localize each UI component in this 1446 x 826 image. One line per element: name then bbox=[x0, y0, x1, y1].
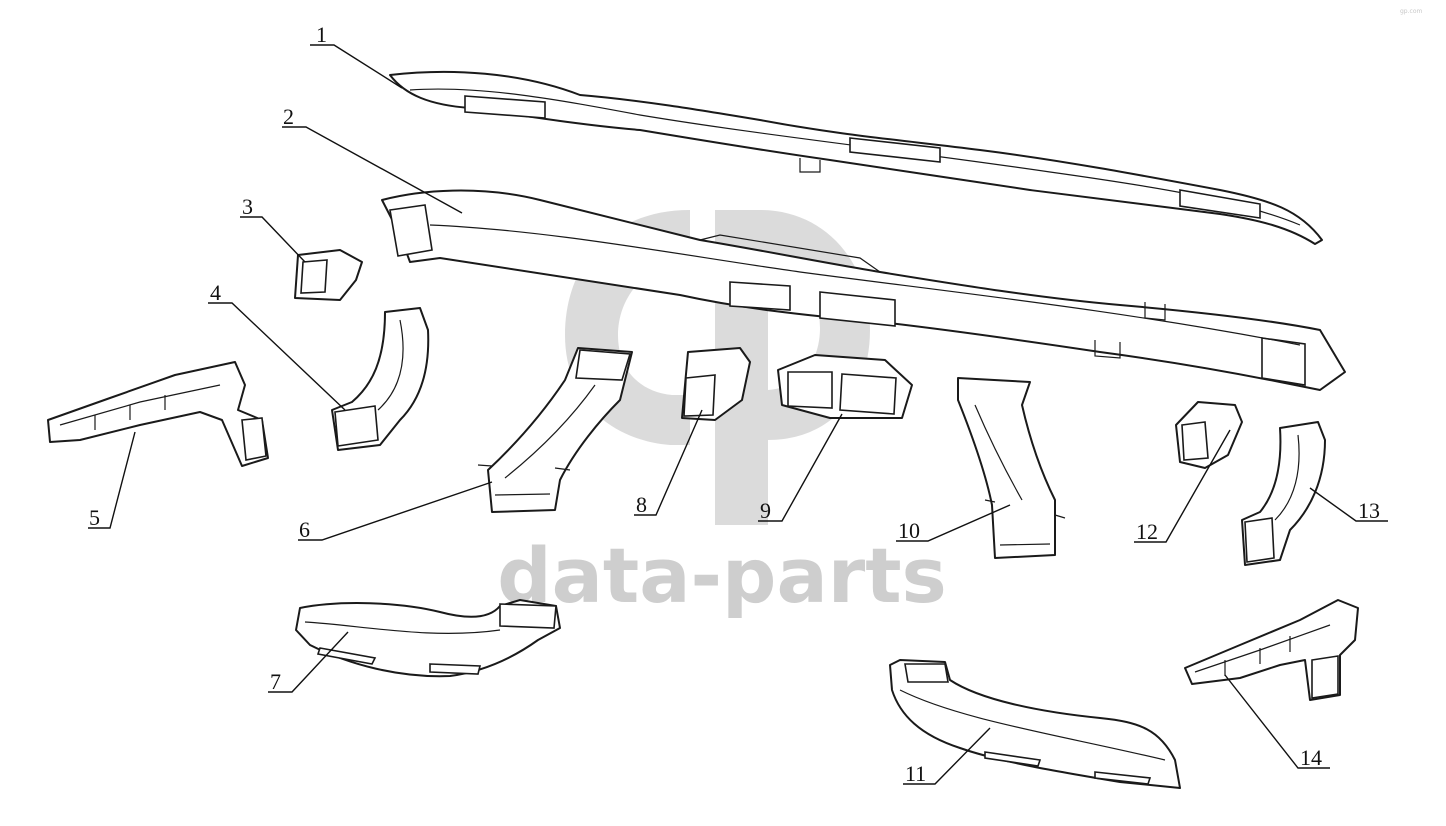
leader-9 bbox=[758, 413, 843, 522]
leader-1 bbox=[310, 44, 403, 89]
leader-4 bbox=[208, 302, 346, 411]
leader-14 bbox=[1224, 674, 1330, 769]
callout-5: 5 bbox=[89, 505, 100, 530]
part-7-floor-duct-left bbox=[295, 599, 561, 678]
part-14-right-duct bbox=[1184, 599, 1359, 701]
part-12-right-outlet bbox=[1175, 401, 1243, 469]
part-2-main-duct bbox=[381, 189, 1346, 391]
part-3-vent-outlet bbox=[294, 249, 363, 301]
part-8-rect-outlet bbox=[681, 347, 751, 421]
callout-3: 3 bbox=[242, 194, 253, 219]
leader-5 bbox=[88, 431, 136, 529]
part-4-elbow-duct bbox=[331, 307, 430, 451]
watermark-text: data-parts bbox=[497, 531, 947, 620]
callout-11: 11 bbox=[905, 761, 926, 786]
leader-2 bbox=[282, 126, 463, 214]
callout-1: 1 bbox=[316, 22, 327, 47]
callout-13: 13 bbox=[1358, 498, 1380, 523]
callout-7: 7 bbox=[270, 669, 281, 694]
callout-10: 10 bbox=[898, 518, 920, 543]
leader-3 bbox=[240, 216, 306, 263]
part-10-vertical-duct bbox=[957, 377, 1066, 559]
callout-labels: 1 2 3 4 5 6 7 8 9 10 11 12 13 14 bbox=[89, 22, 1380, 786]
callout-8: 8 bbox=[636, 492, 647, 517]
leader-8 bbox=[634, 409, 703, 516]
part-11-floor-duct-right bbox=[889, 659, 1181, 789]
leader-10 bbox=[896, 504, 1011, 542]
corner-mark: gp.com bbox=[1400, 8, 1422, 15]
callout-9: 9 bbox=[760, 498, 771, 523]
callout-2: 2 bbox=[283, 104, 294, 129]
leader-12 bbox=[1134, 429, 1231, 543]
leader-11 bbox=[903, 727, 991, 785]
part-6-center-duct bbox=[477, 347, 633, 513]
callout-6: 6 bbox=[299, 517, 310, 542]
leader-7 bbox=[268, 631, 349, 693]
part-1-upper-duct bbox=[389, 70, 1323, 245]
callout-12: 12 bbox=[1136, 519, 1158, 544]
leader-13 bbox=[1309, 487, 1388, 522]
leader-6 bbox=[298, 481, 493, 541]
part-5-left-duct bbox=[47, 361, 269, 467]
callout-14: 14 bbox=[1300, 745, 1322, 770]
callout-4: 4 bbox=[210, 280, 221, 305]
leader-lines bbox=[88, 44, 1388, 785]
part-13-right-elbow bbox=[1241, 421, 1326, 566]
part-9-twin-vent bbox=[777, 354, 913, 419]
